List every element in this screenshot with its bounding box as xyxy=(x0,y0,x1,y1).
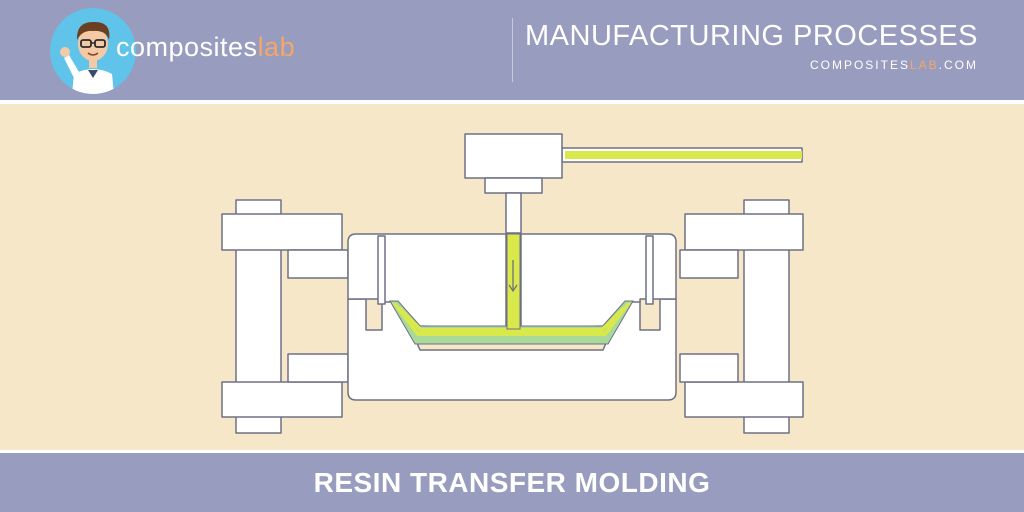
right-upper-bracket xyxy=(679,249,739,279)
header-bar: compositeslab MANUFACTURING PROCESSES CO… xyxy=(0,0,1024,104)
resin-fill xyxy=(392,303,631,336)
header-title: MANUFACTURING PROCESSES xyxy=(525,20,978,52)
right-guide-pin xyxy=(645,235,654,305)
injection-head-collar xyxy=(484,177,543,194)
brand-name-part2: lab xyxy=(257,32,296,62)
footer-title: RESIN TRANSFER MOLDING xyxy=(313,467,711,498)
left-clamp-top-bar xyxy=(221,213,343,251)
left-guide-pin xyxy=(377,235,386,305)
right-clamp-bottom-bar xyxy=(684,381,804,418)
right-clamp-top-bar xyxy=(684,213,804,251)
header-url-part1: COMPOSITES xyxy=(809,58,910,72)
header-url-part3: .COM xyxy=(938,58,978,72)
right-lower-bracket xyxy=(679,353,739,383)
lower-mold xyxy=(347,298,677,401)
injection-nozzle xyxy=(505,192,522,234)
brand-name-part1: composites xyxy=(116,32,258,62)
injection-head xyxy=(464,133,563,179)
left-clamp-bottom-bar xyxy=(221,381,343,418)
brand-logo-text: compositeslab xyxy=(116,32,295,63)
header-url: COMPOSITESLAB.COM xyxy=(810,58,978,72)
flow-arrow-icon xyxy=(508,260,518,293)
left-lower-bracket xyxy=(287,353,349,383)
mascot-icon xyxy=(50,8,136,94)
left-upper-bracket xyxy=(287,249,349,279)
rtm-diagram xyxy=(221,133,804,434)
header-divider xyxy=(512,18,513,82)
footer-bar: RESIN TRANSFER MOLDING xyxy=(0,450,1024,512)
header-url-part2: LAB xyxy=(909,58,939,72)
